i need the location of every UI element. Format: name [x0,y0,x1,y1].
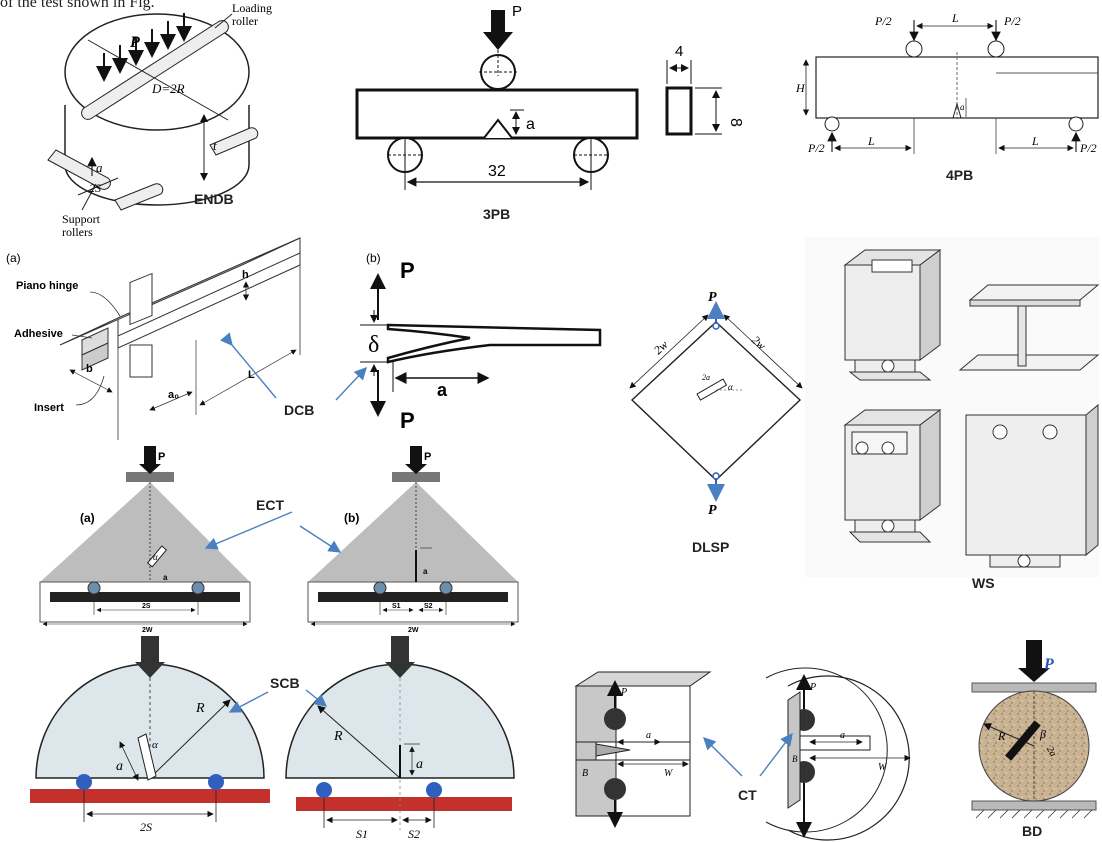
ect-b-s2-label: S2 [424,603,433,610]
ct-name: CT [738,787,757,803]
scb-left-crack-label: a [116,759,123,774]
fpb-top-span-label: L [951,11,959,25]
ct-left-thickness-label: B [582,768,588,779]
endb-name: ENDB [194,191,234,207]
ect-diagram: P P (a) (b) α a a 2S 2W S1 S2 2W ECT [39,446,519,634]
dcb-b-label: b [86,363,93,375]
ect-a-angle-label: α [153,552,158,562]
ect-sub-b-label: (b) [344,511,359,525]
fpb-support-right-label: P/2 [1079,141,1097,155]
ect-a-load-label: P [158,451,165,463]
bd-radius-label: R [997,729,1006,743]
fpb-right-span-label: L [1031,134,1039,148]
bd-name: BD [1022,823,1042,839]
dcb-insert-label: Insert [34,402,64,414]
scb-right-s2-label: S2 [408,827,420,841]
fpb-diagram: P/2 P/2 P/2 P/2 L L L H a 4PB [795,11,1099,183]
ct-right-crack-label: a [840,730,845,741]
dlsp-right-width-label: 2w [749,333,769,353]
dcb-adhesive-label: Adhesive [14,328,63,340]
dcb-h-label: h [242,269,249,281]
endb-diameter-label: D=2R [151,81,185,96]
ect-b-load-label: P [424,451,431,463]
dlsp-name: DLSP [692,539,729,555]
endb-thickness-label: t [213,138,217,153]
dlsp-angle-label: α [728,382,733,392]
dcb-photo-diagram: (a) Piano hinge Adhesive Insert h b a₀ L [6,237,301,440]
dcb-piano-hinge-label: Piano hinge [16,280,78,292]
ct-left-width-label: W [664,768,674,779]
tpb-height-label: 8 [727,118,744,127]
ect-a-span-label: 2S [142,603,151,610]
fpb-load-right-label: P/2 [1003,14,1021,28]
dcb-a0-label: a₀ [168,389,179,401]
scb-left-angle-label: α [152,739,158,751]
bd-load-label: P [1043,656,1054,673]
ws-diagram: WS [805,237,1100,591]
dcb-crack-label: a [437,380,448,400]
endb-load-label: P [129,34,140,51]
tpb-width-label: 4 [675,43,683,60]
ect-a-crack-label: a [163,573,168,582]
top-partial-text: of the test shown in Fig. [0,0,155,11]
scb-right-radius-label: R [333,729,343,744]
endb-span-label: 2S [89,181,101,195]
fpb-name: 4PB [946,167,973,183]
ect-b-crack-label: a [423,567,428,576]
dcb-sub-b-label: (b) [366,251,381,265]
fpb-load-left-label: P/2 [874,14,892,28]
fpb-left-span-label: L [867,134,875,148]
ct-right-width-label: W [878,762,888,773]
ct-right-thickness-label: B [792,754,798,764]
fpb-crack-label: a [960,102,965,112]
fpb-support-left-label: P/2 [807,141,825,155]
dcb-delta-label: δ [368,332,379,358]
dcb-sub-a-label: (a) [6,251,21,265]
tpb-crack-label: a [526,116,535,133]
dlsp-diagram: P P 2w 2w 2a α DLSP [629,290,803,555]
ect-b-width-label: 2W [408,627,419,634]
bd-angle-label: β [1039,727,1046,741]
scb-name: SCB [270,675,300,691]
bd-diagram: P R β 2a BD [971,640,1097,839]
ct-left-crack-label: a [646,730,651,741]
scb-right-s1-label: S1 [356,827,368,841]
dlsp-left-width-label: 2w [651,337,671,357]
dlsp-bottom-load-label: P [708,503,717,518]
tpb-name: 3PB [483,206,510,222]
fpb-height-label: H [795,81,806,95]
dcb-bottom-load-label: P [400,408,415,433]
dcb-top-load-label: P [400,258,415,283]
endb-crack-label: a [96,160,103,175]
scb-right-crack-label: a [416,757,423,772]
ect-name: ECT [256,497,284,513]
bd-crack-label: 2a [1044,745,1059,759]
tpb-span-label: 32 [488,163,506,180]
ect-sub-a-label: (a) [80,511,95,525]
ct-diagram: P a W B P a W B CT [574,667,911,841]
tpb-diagram: P a 32 4 8 3PB [355,3,744,222]
scb-left-span-label: 2S [140,820,152,834]
tpb-load-label: P [512,3,522,20]
dlsp-top-load-label: P [708,290,717,305]
dcb-L-label: L [248,369,255,381]
scb-diagram: R α a 2S R a S1 S2 SCB [30,636,515,841]
dlsp-crack-length-label: 2a [702,373,710,382]
ct-left-load-label: P [620,687,627,698]
ect-b-s1-label: S1 [392,603,401,610]
dcb-name: DCB [284,402,314,418]
ect-a-width-label: 2W [142,627,153,634]
dcb-schematic-diagram: (b) P P δ a DCB [219,251,602,433]
ct-right-load-label: P [809,682,816,693]
scb-left-radius-label: R [195,701,205,716]
ws-name: WS [972,575,995,591]
